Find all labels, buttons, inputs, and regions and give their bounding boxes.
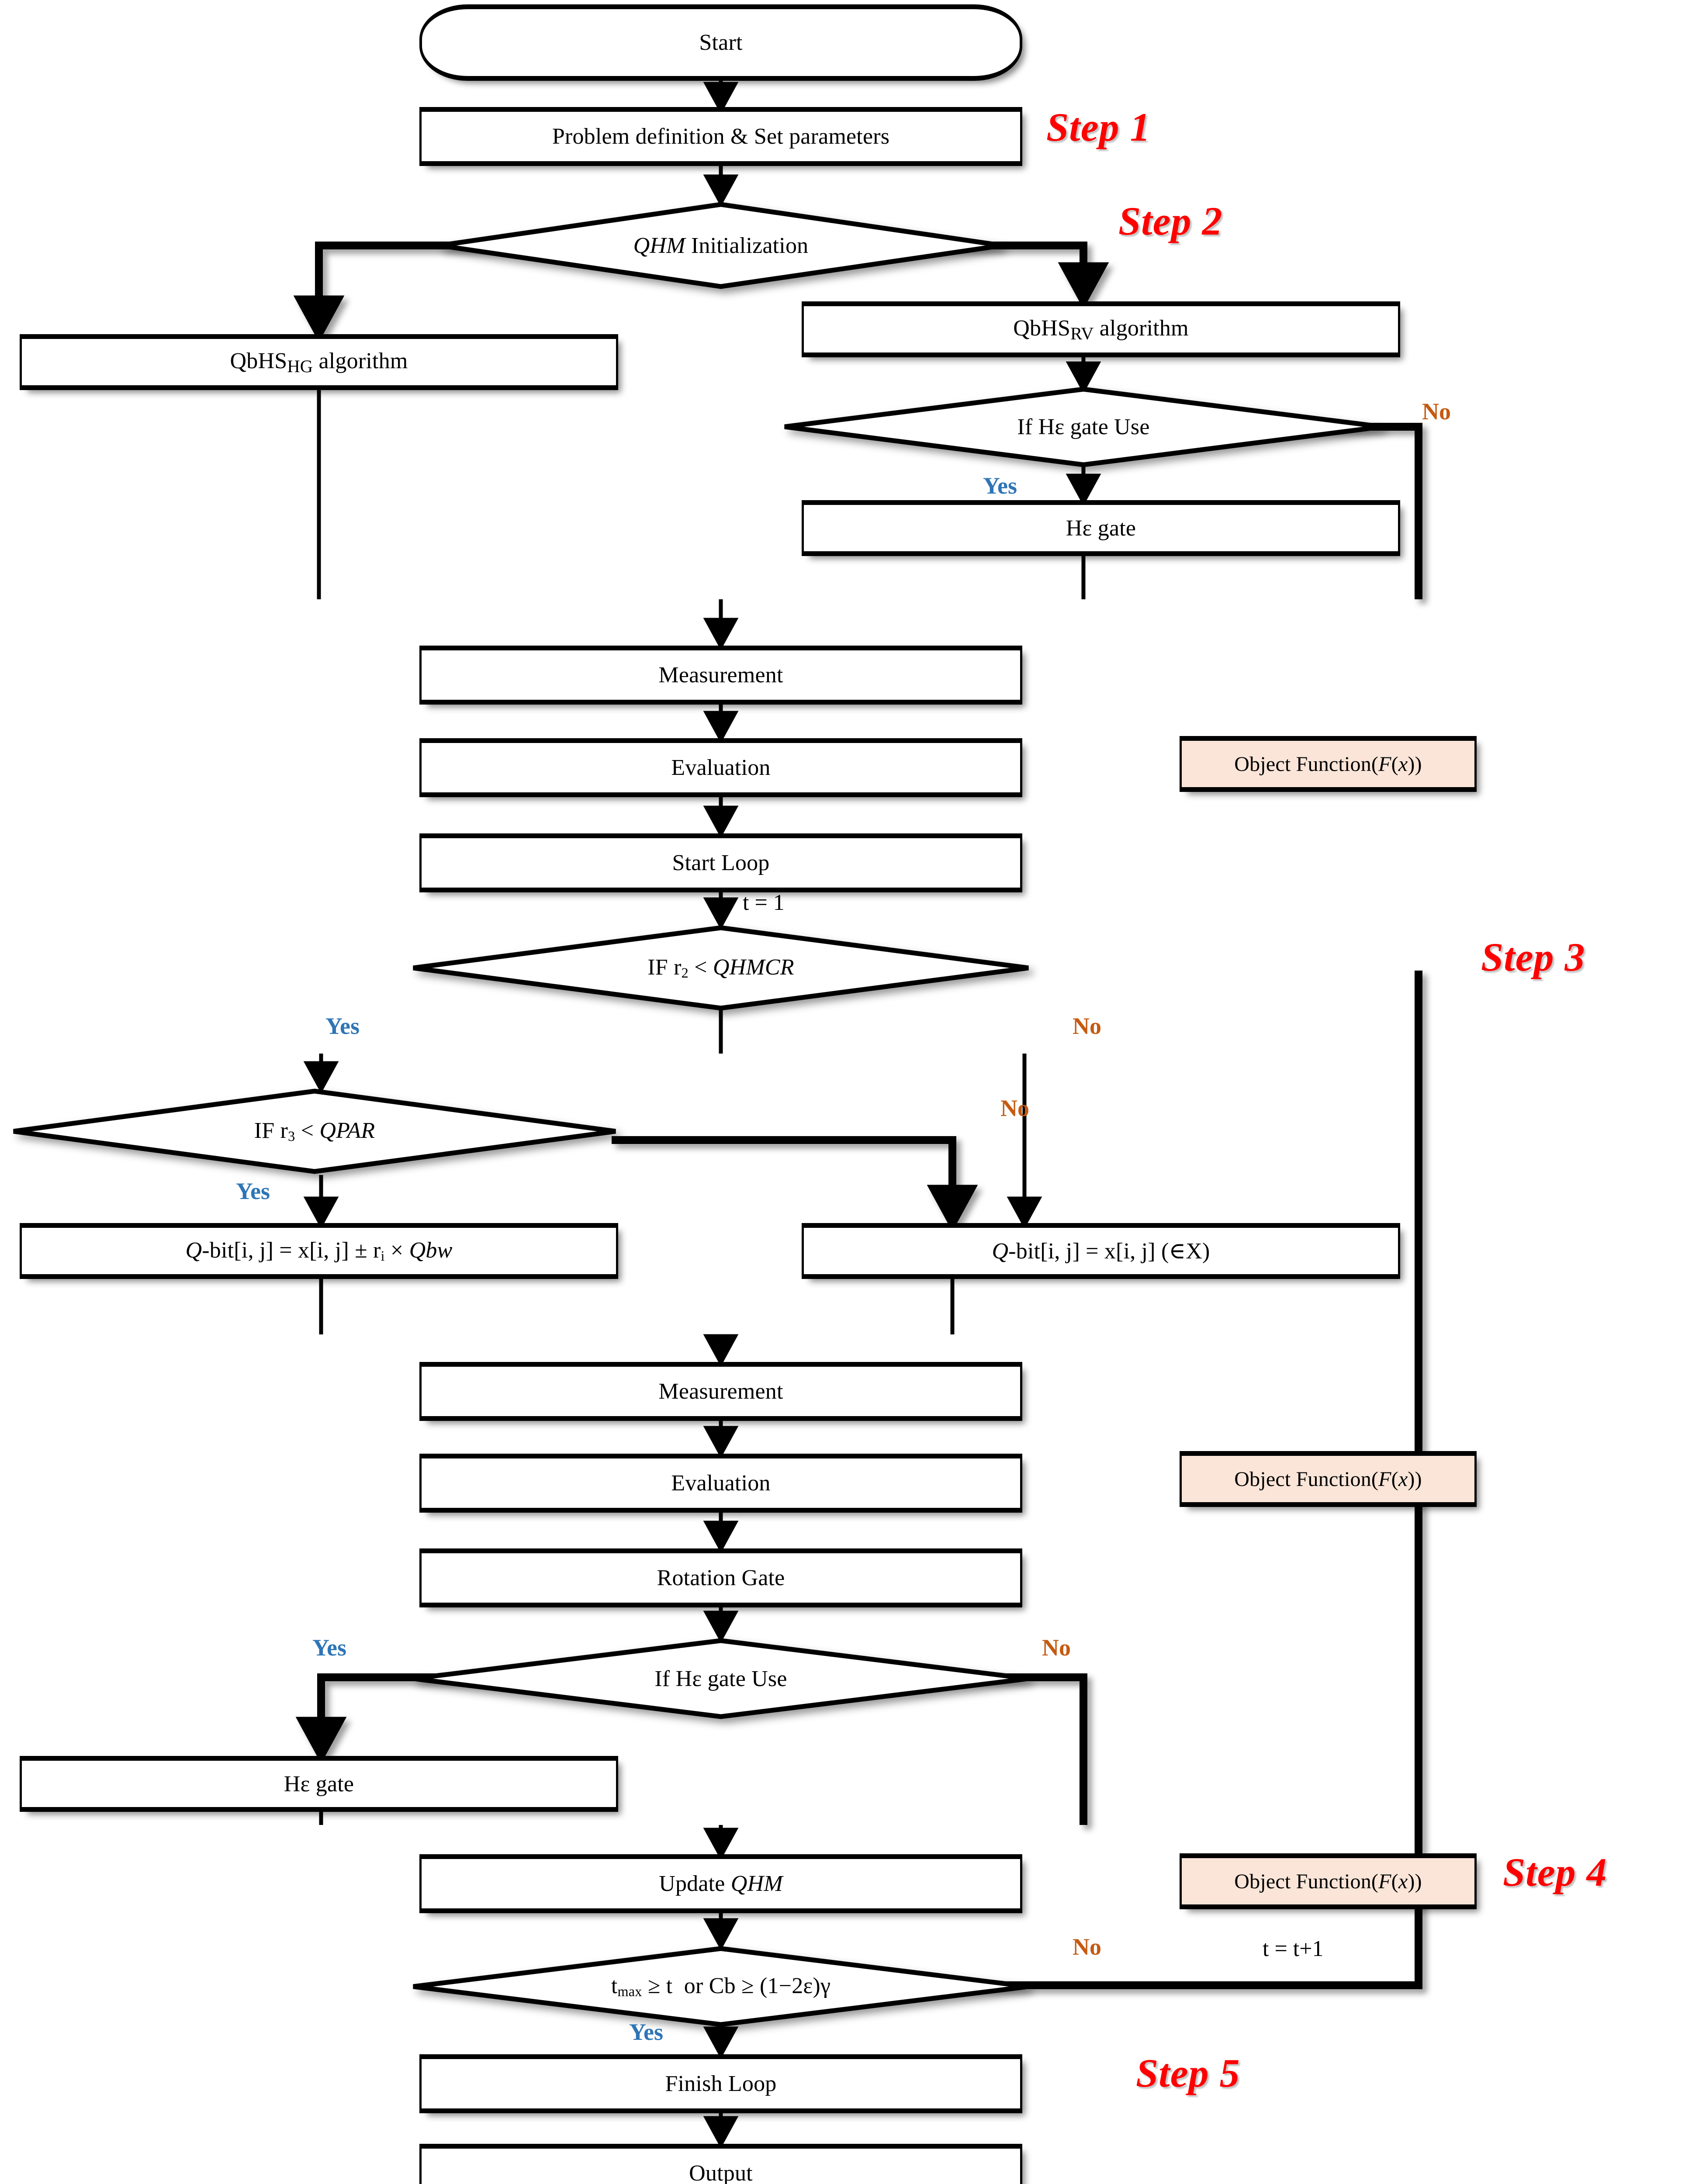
- edge-label-qpar-yes: Yes: [236, 1178, 270, 1204]
- edge-label-t-increment: t = t+1: [1263, 1936, 1324, 1961]
- edge-label-term-yes: Yes: [629, 2019, 663, 2045]
- edge-label-qpar-no: No: [1000, 1095, 1029, 1121]
- node-termination-condition[interactable]: tmax ≥ t or Cb ≥ (1−2ε)γ: [411, 1946, 1031, 2027]
- edge-label-term-no: No: [1073, 1934, 1101, 1960]
- node-start-loop-label: Start Loop: [672, 850, 770, 875]
- step-4-label: Step 4: [1503, 1850, 1607, 1894]
- node-he-gate-1[interactable]: Hε gate: [802, 500, 1400, 556]
- node-if-he-gate-use-1[interactable]: If Hε gate Use: [782, 387, 1385, 467]
- step-2-label: Step 2: [1118, 199, 1223, 243]
- step-1-label: Step 1: [1046, 105, 1151, 149]
- edge-label-he2-no: No: [1042, 1635, 1071, 1661]
- node-object-function-2-label: Object Function(F(x)): [1234, 1467, 1422, 1491]
- edge-label-he1-no: No: [1422, 398, 1451, 425]
- node-if-r2-qhmcr[interactable]: IF r2 < QHMCR: [411, 925, 1031, 1011]
- edge-label-t-init: t = 1: [743, 890, 785, 915]
- step-5-label: Step 5: [1136, 2051, 1240, 2095]
- node-rotation-gate-label: Rotation Gate: [657, 1565, 785, 1590]
- node-qbhs-rv-algorithm-label: QbHSRV algorithm: [1013, 315, 1189, 343]
- node-object-function-3[interactable]: Object Function(F(x)): [1180, 1853, 1477, 1909]
- node-object-function-1-label: Object Function(F(x)): [1234, 752, 1422, 776]
- node-qbhs-hg-algorithm-label: QbHSHG algorithm: [230, 348, 408, 376]
- node-qbit-memory[interactable]: Q-bit[i, j] = x[i, j] (∈X): [802, 1223, 1400, 1279]
- node-problem-definition-label: Problem definition & Set parameters: [552, 124, 890, 149]
- node-evaluation-2[interactable]: Evaluation: [419, 1454, 1022, 1513]
- node-output-label: Output: [689, 2161, 753, 2184]
- node-he-gate-2[interactable]: Hε gate: [20, 1756, 618, 1812]
- node-object-function-2[interactable]: Object Function(F(x)): [1180, 1451, 1477, 1507]
- node-object-function-3-label: Object Function(F(x)): [1234, 1870, 1422, 1893]
- node-object-function-1[interactable]: Object Function(F(x)): [1180, 736, 1477, 792]
- node-measurement-2-label: Measurement: [658, 1379, 783, 1404]
- node-qbit-pitch-adjust[interactable]: Q-bit[i, j] = x[i, j] ± ri × Qbw: [20, 1223, 618, 1279]
- node-if-r3-qpar[interactable]: IF r3 < QPAR: [11, 1089, 618, 1174]
- node-update-qhm-label: Update QHM: [659, 1871, 783, 1896]
- node-problem-definition[interactable]: Problem definition & Set parameters: [419, 107, 1022, 166]
- node-measurement-2[interactable]: Measurement: [419, 1362, 1022, 1421]
- node-evaluation-1-label: Evaluation: [671, 755, 771, 780]
- node-measurement-1[interactable]: Measurement: [419, 646, 1022, 705]
- edge-label-qhmcr-yes: Yes: [325, 1013, 360, 1039]
- node-qbhs-hg-algorithm[interactable]: QbHSHG algorithm: [20, 334, 618, 390]
- node-finish-loop[interactable]: Finish Loop: [419, 2054, 1022, 2113]
- node-he-gate-2-label: Hε gate: [284, 1771, 354, 1797]
- node-measurement-1-label: Measurement: [658, 663, 783, 688]
- node-evaluation-2-label: Evaluation: [671, 1471, 771, 1496]
- node-finish-loop-label: Finish Loop: [665, 2071, 777, 2096]
- step-3-label: Step 3: [1481, 935, 1585, 979]
- node-qbit-pitch-adjust-label: Q-bit[i, j] = x[i, j] ± ri × Qbw: [185, 1238, 453, 1264]
- node-update-qhm[interactable]: Update QHM: [419, 1854, 1022, 1913]
- node-output[interactable]: Output: [419, 2144, 1022, 2184]
- edge-label-he1-yes: Yes: [983, 473, 1017, 499]
- node-start[interactable]: Start: [419, 4, 1022, 81]
- node-rotation-gate[interactable]: Rotation Gate: [419, 1548, 1022, 1607]
- edge-label-he2-yes: Yes: [312, 1635, 346, 1661]
- node-if-he-gate-use-2[interactable]: If Hε gate Use: [411, 1638, 1031, 1719]
- node-he-gate-1-label: Hε gate: [1066, 515, 1136, 541]
- node-qbhs-rv-algorithm[interactable]: QbHSRV algorithm: [802, 301, 1400, 357]
- node-evaluation-1[interactable]: Evaluation: [419, 738, 1022, 797]
- node-start-loop[interactable]: Start Loop: [419, 833, 1022, 892]
- node-qhm-initialization[interactable]: QHM Initialization: [437, 202, 1005, 289]
- node-qbit-memory-label: Q-bit[i, j] = x[i, j] (∈X): [992, 1239, 1210, 1264]
- node-start-label: Start: [699, 30, 743, 55]
- edge-label-qhmcr-no: No: [1073, 1013, 1101, 1039]
